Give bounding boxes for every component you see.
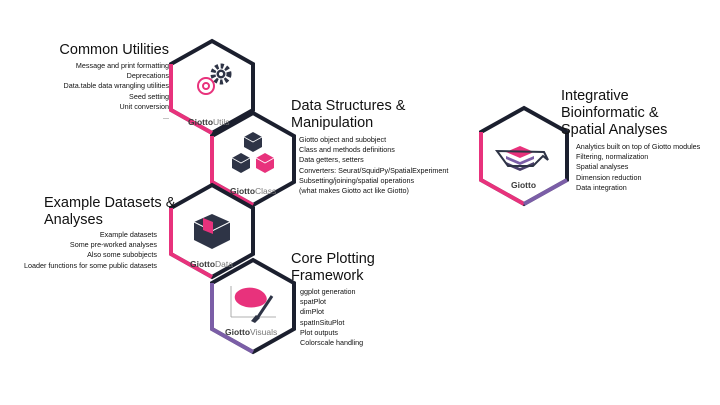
common-utilities-block: Common Utilities Message and print forma… (59, 42, 169, 122)
badge-light: Class (255, 186, 277, 196)
list-item: Unit conversion (119, 101, 169, 111)
badge-bold: Giotto (188, 117, 214, 127)
list-item: Also some subobjects (87, 250, 157, 260)
data-structures-block: Data Structures & Manipulation Giotto ob… (291, 98, 448, 196)
module-title-line: Bioinformatic & (561, 105, 659, 121)
giotto-hexagon (479, 105, 569, 207)
list-item: Converters: Seurat/SquidPy/SpatialExperi… (299, 165, 449, 175)
giotto-data-hexagon (169, 182, 255, 280)
list-item: ... (163, 112, 169, 122)
module-title-line: Data Structures & (291, 98, 406, 114)
badge-light: Utils (213, 117, 230, 127)
list-item: Example datasets (99, 230, 157, 239)
box-icon (193, 214, 231, 249)
example-datasets-items: Example datasets Some pre-worked analyse… (24, 230, 157, 271)
example-datasets-block: Example Datasets & Analyses (44, 195, 175, 229)
giotto-data-badge: GiottoData (190, 259, 233, 269)
gear-icon (197, 63, 232, 95)
giotto-fish-icon (494, 146, 549, 171)
list-item: Spatial analyses (576, 162, 629, 172)
badge-bold: Giotto (230, 186, 256, 196)
badge-light: Data (215, 259, 233, 269)
module-items: ggplot generation spatPlot dimPlot spatI… (300, 287, 375, 348)
list-item: Giotto object and subobject (299, 135, 387, 144)
giotto-visuals-badge: GiottoVisuals (225, 327, 277, 337)
module-title-line: Core Plotting (291, 251, 375, 267)
giotto-visuals-hexagon (210, 257, 296, 355)
list-item: Data.table data wrangling utilities (63, 81, 169, 91)
list-item: Subsetting/joining/spatial operations (299, 175, 415, 185)
module-title-line: Integrative (561, 88, 629, 104)
list-item: Plot outputs (300, 327, 338, 337)
list-item: Deprecations (126, 71, 169, 81)
list-item: ggplot generation (300, 287, 356, 296)
list-item: spatPlot (300, 297, 326, 307)
giotto-class-badge: GiottoClass (230, 186, 276, 196)
cubes-icon (231, 132, 275, 173)
list-item: Loader functions for some public dataset… (23, 260, 157, 270)
list-item: Class and methods definitions (299, 145, 395, 155)
module-items: Analytics built on top of Giotto modules… (576, 142, 700, 193)
paint-brush-icon (230, 286, 276, 323)
giotto-badge: Giotto (511, 180, 536, 190)
list-item: Data getters, setters (299, 155, 364, 165)
list-item: (what makes Giotto act like Giotto) (299, 186, 409, 196)
list-item: spatInSituPlot (300, 317, 345, 327)
integrative-block: Integrative Bioinformatic & Spatial Anal… (561, 88, 700, 193)
giotto-utils-badge: GiottoUtils (188, 117, 230, 127)
list-item: dimPlot (300, 307, 324, 317)
module-items: Message and print formatting Deprecation… (59, 61, 169, 122)
module-title-line: Spatial Analyses (561, 122, 668, 138)
badge-bold: Giotto (190, 259, 216, 269)
giotto-class-hexagon (210, 110, 296, 208)
module-title-line: Manipulation (291, 115, 374, 131)
module-title: Common Utilities (59, 42, 169, 58)
list-item: Filtering, normalization (576, 152, 649, 162)
list-item: Some pre-worked analyses (69, 240, 157, 250)
core-plotting-block: Core Plotting Framework ggplot generatio… (291, 251, 375, 348)
badge-bold: Giotto (225, 327, 251, 337)
module-items: Giotto object and subobject Class and me… (299, 135, 448, 196)
list-item: Message and print formatting (75, 61, 169, 70)
module-title-line: Framework (291, 268, 364, 284)
badge-light: Visuals (250, 327, 278, 337)
module-title-line: Analyses (44, 212, 103, 228)
badge-bold: Giotto (511, 180, 537, 190)
list-item: Analytics built on top of Giotto modules (576, 142, 701, 151)
giotto-utils-hexagon (169, 38, 255, 136)
list-item: Dimension reduction (576, 172, 642, 182)
list-item: Seed setting (129, 91, 169, 101)
module-title-line: Example Datasets & (44, 195, 176, 211)
list-item: Data integration (576, 182, 627, 192)
list-item: Colorscale handling (300, 338, 364, 348)
